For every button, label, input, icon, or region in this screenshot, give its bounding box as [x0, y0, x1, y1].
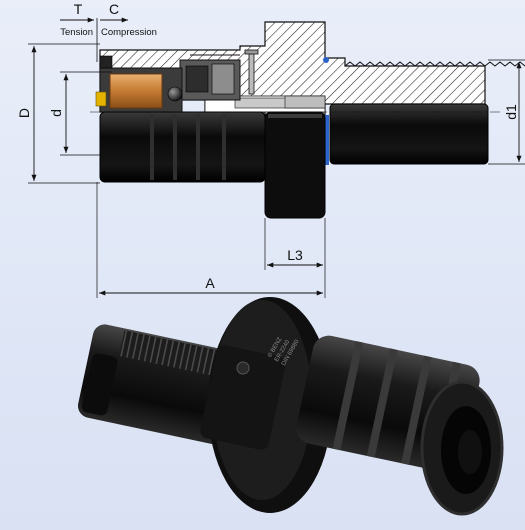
photo-groove-3	[401, 355, 432, 465]
photo-serration-area	[119, 330, 233, 379]
collet-outer-view	[99, 111, 266, 183]
label-L3: L3	[287, 247, 303, 263]
o-ring-upper	[323, 57, 329, 63]
pin-head	[244, 49, 259, 55]
technical-drawing: T C Tension Compression D d d1 L3	[16, 1, 525, 298]
thread-profile	[344, 61, 525, 67]
blue-seal-band	[324, 115, 329, 165]
dimensions: T C Tension Compression D d d1 L3	[16, 1, 525, 298]
photo-flange-block	[200, 345, 286, 450]
photo-groove-1	[332, 341, 364, 451]
product-photo: © BENZ ER-2240 DIN 69880	[78, 297, 504, 516]
label-A: A	[205, 275, 215, 291]
label-compression: Compression	[101, 27, 157, 38]
collet-groove-4	[222, 114, 226, 180]
retaining-pin	[248, 51, 255, 95]
shank-outer-view	[329, 103, 489, 165]
label-d1: d1	[503, 104, 519, 120]
photo-groove-2	[366, 348, 398, 458]
label-d: d	[48, 109, 64, 117]
label-D: D	[16, 108, 32, 118]
front-ring	[99, 55, 113, 69]
spring-block	[185, 65, 209, 93]
flange	[264, 111, 326, 219]
label-C: C	[109, 1, 119, 17]
label-tension: Tension	[60, 27, 93, 38]
locking-ball	[167, 86, 183, 102]
label-T: T	[74, 1, 83, 17]
collet-groove-2	[173, 114, 177, 180]
photo-bore-inner	[458, 430, 482, 474]
photo-shank-end	[81, 353, 118, 416]
photo-screw-icon	[236, 361, 250, 375]
bronze-insert	[109, 73, 163, 109]
yellow-marker	[95, 91, 107, 107]
shaft-head	[284, 95, 326, 109]
collet-groove-3	[196, 114, 200, 180]
collet-groove-1	[150, 114, 154, 180]
spring-sleeve	[211, 63, 235, 95]
flange-highlight	[268, 114, 322, 118]
